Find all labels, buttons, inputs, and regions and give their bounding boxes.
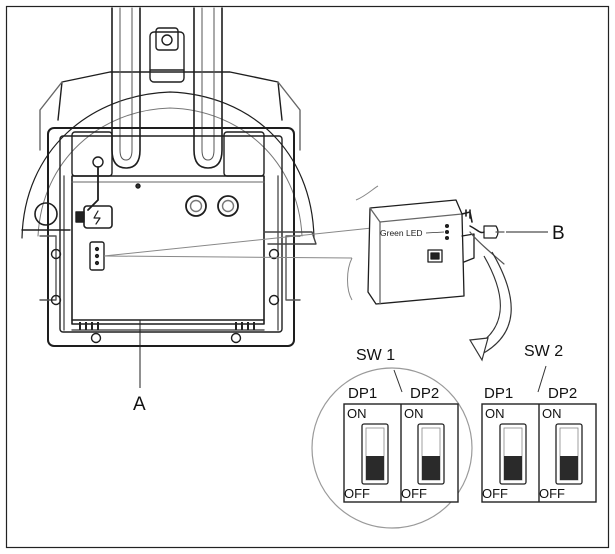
sw2-dp2-off: OFF	[539, 486, 565, 501]
green-led-leader	[425, 231, 445, 234]
green-led-label: Green LED	[380, 228, 423, 238]
led-module	[367, 199, 475, 305]
led-pin-1	[94, 246, 100, 252]
led-bulb	[469, 225, 505, 265]
module-box	[367, 199, 465, 305]
sensor-lamp	[34, 202, 58, 226]
control-board	[71, 175, 265, 325]
screw-4	[268, 294, 280, 306]
top-housing	[57, 71, 283, 121]
curved-arrow-inner	[475, 255, 502, 347]
sw1-panel: ON OFF ON OFF	[343, 403, 459, 503]
arrow-head	[469, 337, 489, 362]
label-b: B	[552, 223, 565, 244]
cable-ring	[92, 156, 104, 168]
sw2-dp1-knob	[504, 456, 522, 480]
sw1-dp2-off: OFF	[401, 486, 427, 501]
dome-inner	[37, 107, 303, 237]
top-housing-left	[39, 81, 63, 151]
rail-left-inner	[119, 7, 133, 161]
sw2-dp1-label: DP1	[484, 385, 513, 402]
knob-right-inner	[221, 199, 235, 213]
screw-2	[50, 294, 62, 306]
knob-right	[217, 195, 239, 217]
sw1-dp2-knob	[422, 456, 440, 480]
trolley	[149, 31, 185, 83]
sw1-title: SW 1	[356, 347, 395, 364]
vent-group	[79, 322, 255, 330]
led-dot-2	[444, 229, 450, 235]
board-dot	[135, 183, 141, 189]
sw1-dp2-switch[interactable]: ON OFF	[401, 406, 445, 501]
sw1-title-leader	[393, 369, 403, 393]
led-dot-1	[444, 223, 450, 229]
chassis-frame	[59, 135, 283, 333]
screw-1	[50, 248, 62, 260]
right-bracket	[263, 231, 317, 245]
rail-right-inner	[201, 7, 215, 161]
top-housing-right	[277, 81, 301, 151]
sw2-dp2-label: DP2	[548, 385, 577, 402]
sw1-dp2-label: DP2	[410, 385, 439, 402]
sw2-dp1-on: ON	[485, 406, 505, 421]
sw1-dp1-label: DP1	[348, 385, 377, 402]
screw-5	[90, 332, 102, 344]
curved-arrow	[481, 251, 512, 355]
sw1-dp1-on: ON	[347, 406, 367, 421]
zoom-lines	[103, 185, 379, 301]
module-tab	[461, 233, 475, 263]
sw1-zoom-circle	[311, 367, 473, 529]
led-dot-3	[444, 235, 450, 241]
sw1-dp1-switch[interactable]: ON OFF	[344, 406, 389, 501]
sw2-dp1-off: OFF	[482, 486, 508, 501]
sw2-title-leader	[537, 365, 547, 393]
module-pins	[461, 209, 473, 223]
sw2-dp2-on: ON	[542, 406, 562, 421]
rail-left-outer	[111, 7, 141, 169]
sw1-dp1-off: OFF	[344, 486, 370, 501]
rail-right-outer	[193, 7, 223, 169]
sw2-panel: ON OFF ON OFF	[481, 403, 597, 503]
dome-cover	[21, 91, 315, 239]
sw1-dp1-knob	[366, 456, 384, 480]
chassis-outer	[47, 127, 295, 347]
plug-symbol	[93, 210, 101, 225]
led-pin-2	[94, 253, 100, 259]
module-port	[427, 249, 443, 263]
screw-6	[230, 332, 242, 344]
sw2-title: SW 2	[524, 343, 563, 360]
cable	[87, 166, 99, 211]
trolley-top	[155, 27, 179, 51]
sw1-dp2-on: ON	[404, 406, 424, 421]
knob-left-inner	[189, 199, 203, 213]
sw2-dp2-knob	[560, 456, 578, 480]
knob-left	[185, 195, 207, 217]
outer-frame	[5, 5, 610, 549]
sw2-dp1-switch[interactable]: ON OFF	[482, 406, 527, 501]
module-port-inner	[430, 252, 440, 260]
motor-block-right	[223, 131, 265, 177]
led-pin-3	[94, 260, 100, 266]
trolley-bolt	[161, 34, 173, 46]
bottom-bracket	[39, 235, 57, 301]
screw-3	[268, 248, 280, 260]
sw2-dp2-switch[interactable]: ON OFF	[539, 406, 583, 501]
plug-prong	[75, 211, 85, 223]
motor-block-left	[71, 131, 113, 177]
label-a: A	[133, 394, 146, 415]
opener-unit	[21, 7, 317, 347]
